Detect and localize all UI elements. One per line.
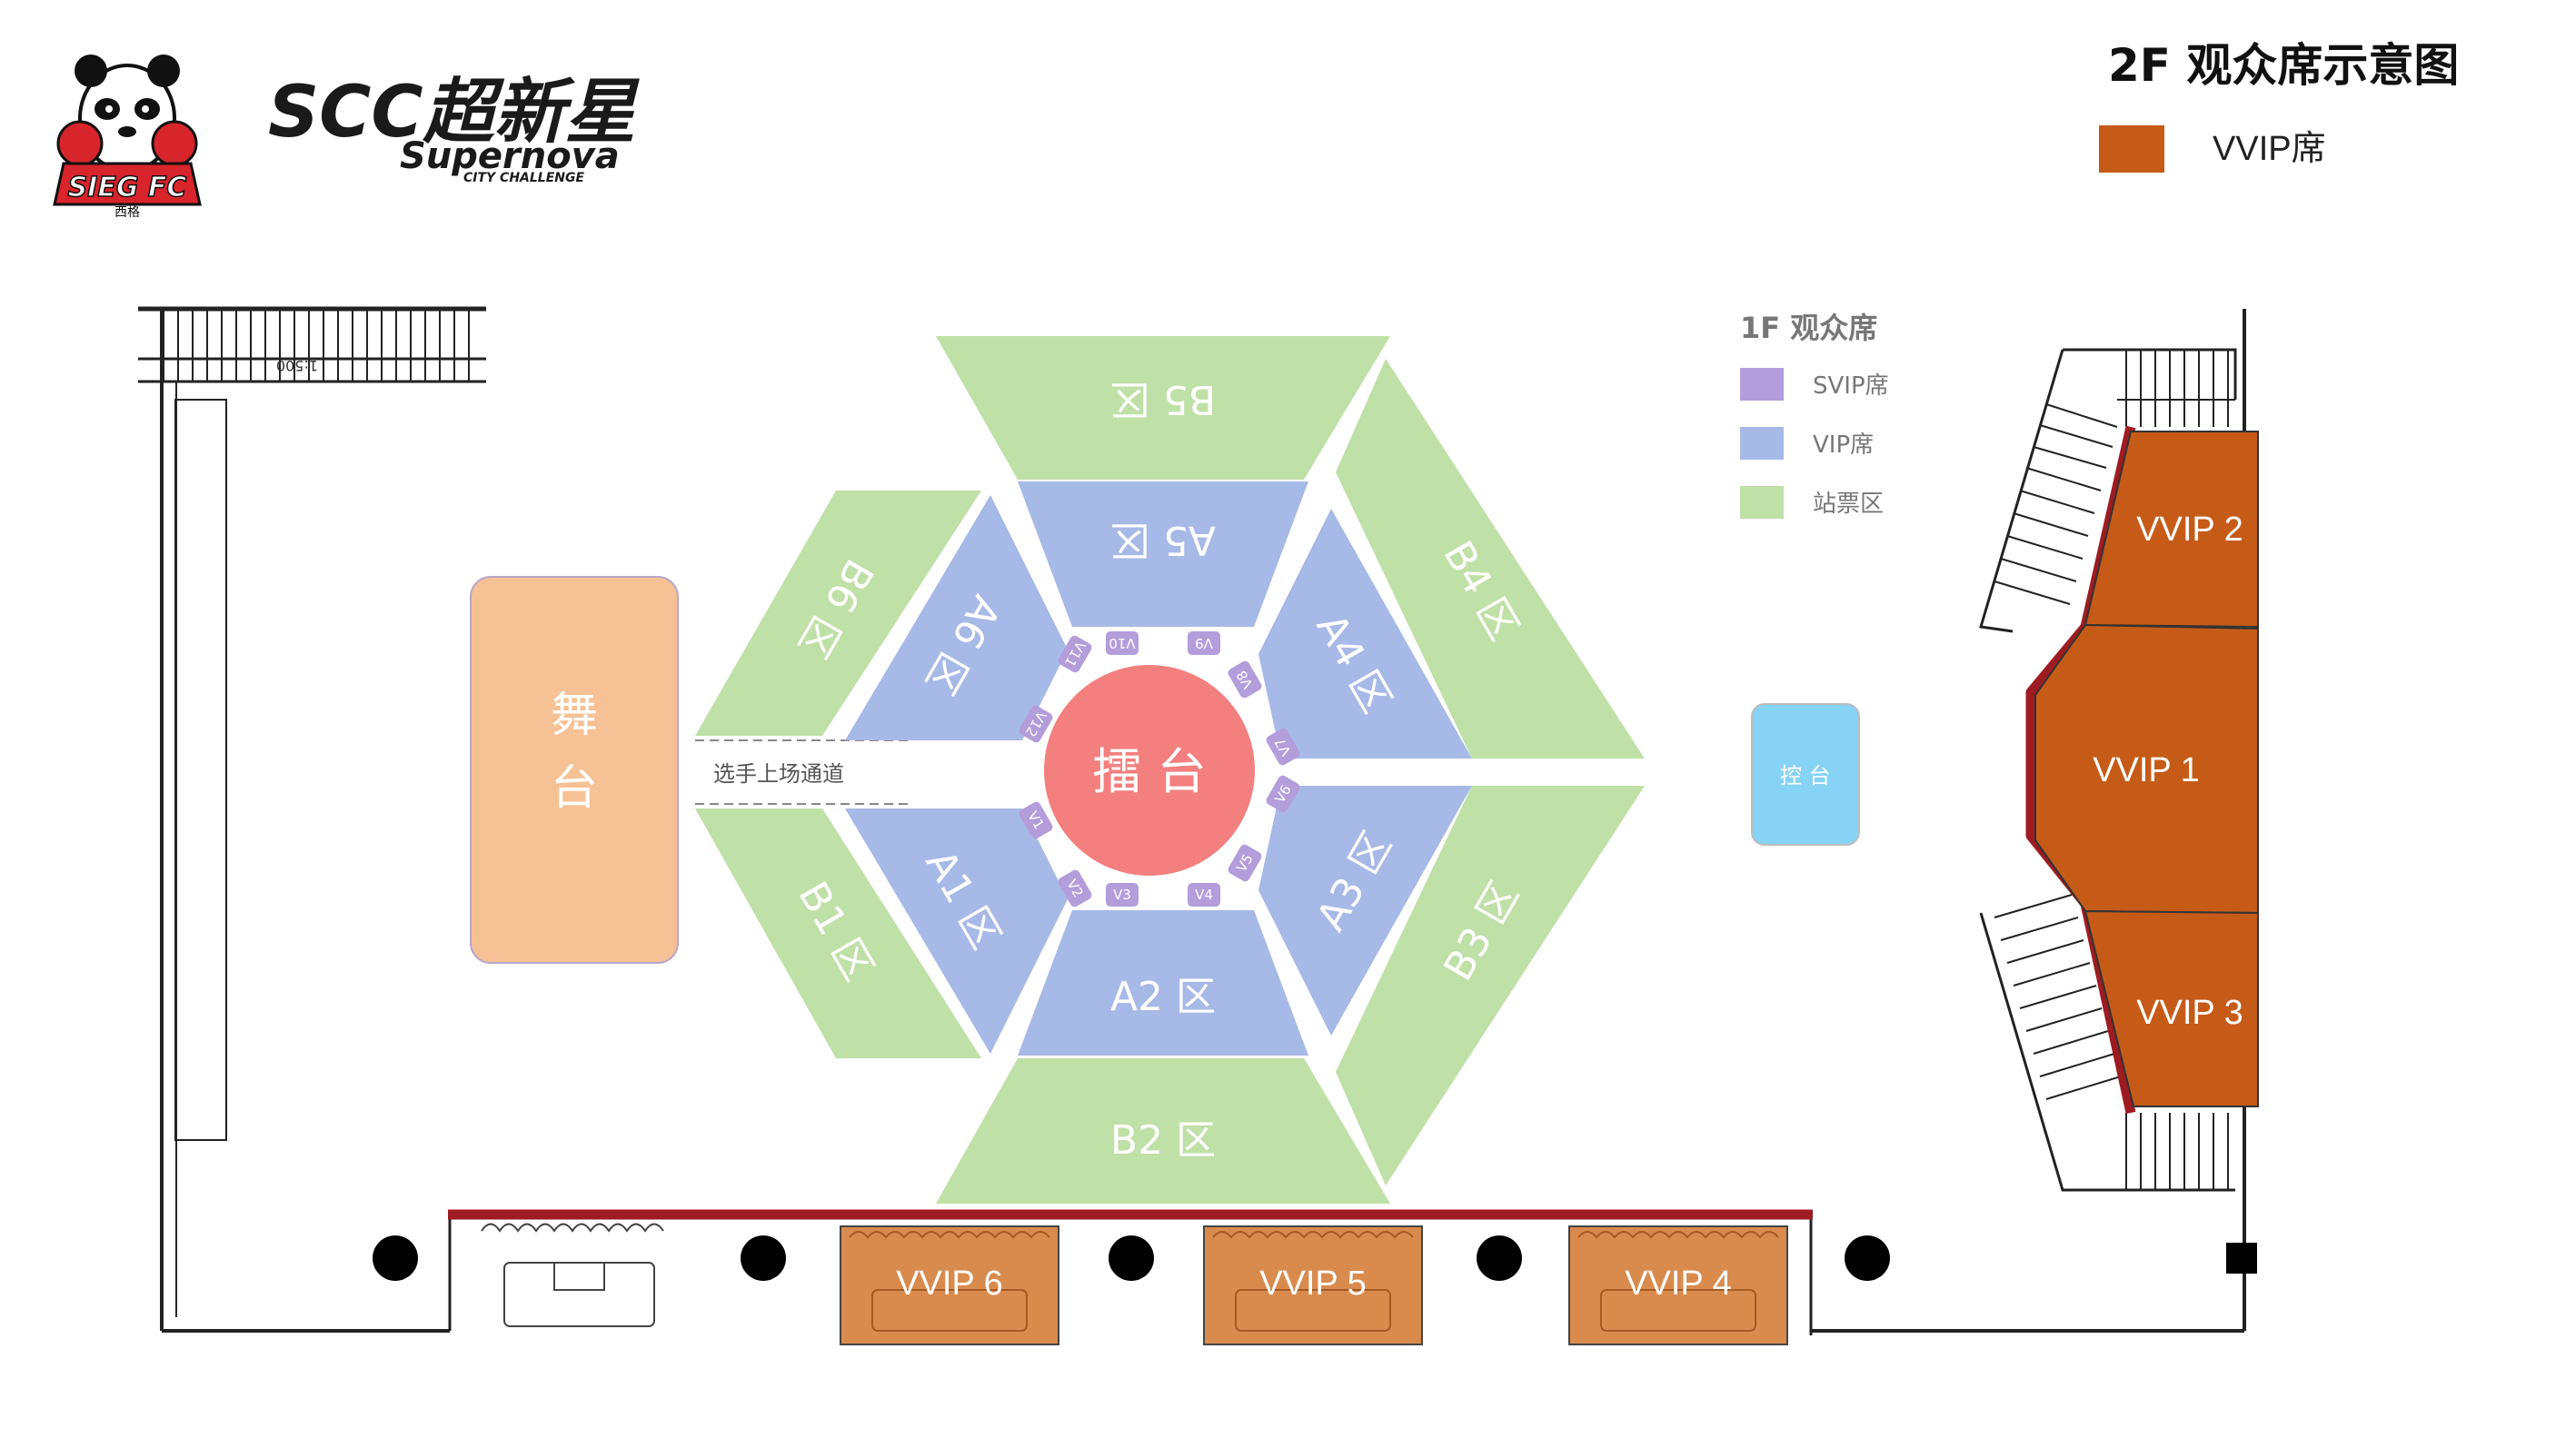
scc-logo: SCC超新星 Supernova CITY CHALLENGE bbox=[268, 72, 641, 185]
vvip-legend-swatch bbox=[2099, 125, 2164, 173]
zone-a3 bbox=[1258, 786, 1472, 1036]
scc-logo-sub: Supernova bbox=[400, 135, 620, 177]
vvip-3-box bbox=[2084, 909, 2259, 1107]
stage-label-1: 舞 bbox=[551, 689, 598, 743]
bottom-furniture bbox=[481, 1223, 664, 1327]
columns bbox=[373, 1235, 2257, 1281]
legend-1f-title: 1F 观众席 bbox=[1740, 311, 1877, 345]
zone-a5 bbox=[1018, 481, 1308, 627]
zone-a1 bbox=[845, 808, 1068, 1054]
stage: 舞 台 bbox=[470, 576, 679, 964]
vvip-legend-label: VVIP席 bbox=[2213, 130, 2326, 168]
svip-seat-v9: V9 bbox=[1195, 635, 1213, 651]
legend-standing-label: 站票区 bbox=[1813, 491, 1884, 518]
legend-standing-swatch bbox=[1740, 486, 1784, 519]
walkway-label: 选手上场通道 bbox=[713, 761, 844, 787]
zone-b2 bbox=[936, 1058, 1390, 1204]
vvip-2-box bbox=[2084, 431, 2259, 629]
vvip-right: VVIP 2 VVIP 1 VVIP 3 bbox=[2034, 431, 2259, 1107]
svip-seat-v3: V3 bbox=[1113, 887, 1131, 903]
vvip-6-box bbox=[840, 1225, 1059, 1345]
zone-b6 bbox=[695, 491, 981, 736]
sieg-logo-sub: 西格 bbox=[114, 205, 140, 220]
svip-seats: V1 V2 V3 V4 V5 V6 V7 V8 V9 V10 V11 V12 bbox=[1019, 631, 1300, 907]
zone-b5 bbox=[936, 336, 1390, 480]
zone-b4 bbox=[1336, 359, 1645, 759]
zone-b2-label: B2 区 bbox=[1110, 1117, 1216, 1164]
vvip-3-label: VVIP 3 bbox=[2136, 994, 2243, 1032]
zone-b5-label: B5 区 bbox=[1110, 376, 1216, 422]
vvip-4-box bbox=[1568, 1225, 1788, 1345]
zone-a6 bbox=[845, 495, 1068, 740]
vvip-5-label: VVIP 5 bbox=[1259, 1265, 1367, 1303]
ring: 擂 台 bbox=[1044, 665, 1255, 876]
legend-svip-label: SVIP席 bbox=[1813, 372, 1889, 400]
legend-1f: 1F 观众席 SVIP席 VIP席 站票区 bbox=[1740, 311, 1889, 519]
zone-a5-label: A5 区 bbox=[1110, 517, 1216, 563]
svip-seat-v10: V10 bbox=[1109, 635, 1135, 651]
zone-b3 bbox=[1336, 786, 1645, 1185]
zone-a4 bbox=[1258, 509, 1472, 759]
scale-label: 1:500 bbox=[276, 357, 318, 374]
scc-logo-main: SCC超新星 bbox=[268, 72, 641, 154]
stage-label-2: 台 bbox=[551, 761, 598, 816]
svip-seat-v4: V4 bbox=[1195, 887, 1213, 903]
vvip-4-label: VVIP 4 bbox=[1625, 1265, 1732, 1303]
vip-zones bbox=[845, 481, 1472, 1056]
zone-b1 bbox=[695, 808, 981, 1058]
vvip-5-box bbox=[1203, 1225, 1423, 1345]
standing-zones bbox=[695, 336, 1645, 1204]
vvip-1-label: VVIP 1 bbox=[2093, 751, 2200, 789]
page-title: 2F 观众席示意图 bbox=[2108, 39, 2460, 92]
sieg-logo: SIEG FC 西格 bbox=[53, 55, 202, 220]
vvip-2-label: VVIP 2 bbox=[2136, 511, 2243, 549]
scc-logo-tag: CITY CHALLENGE bbox=[463, 171, 584, 185]
control-booth-label: 控 台 bbox=[1780, 763, 1831, 788]
ring-label: 擂 台 bbox=[1092, 743, 1206, 800]
vvip-bottom: VVIP 6 VVIP 5 VVIP 4 bbox=[840, 1225, 1788, 1345]
legend-vip-swatch bbox=[1740, 427, 1784, 460]
sieg-logo-text: SIEG FC bbox=[68, 172, 187, 203]
control-booth: 控 台 bbox=[1751, 703, 1860, 846]
legend-svip-swatch bbox=[1740, 368, 1784, 401]
vvip-6-label: VVIP 6 bbox=[896, 1265, 1003, 1303]
walkway: 选手上场通道 bbox=[695, 739, 909, 805]
legend-vip-label: VIP席 bbox=[1813, 431, 1874, 459]
zone-a2-label: A2 区 bbox=[1110, 974, 1216, 1020]
zone-a2 bbox=[1018, 910, 1308, 1056]
